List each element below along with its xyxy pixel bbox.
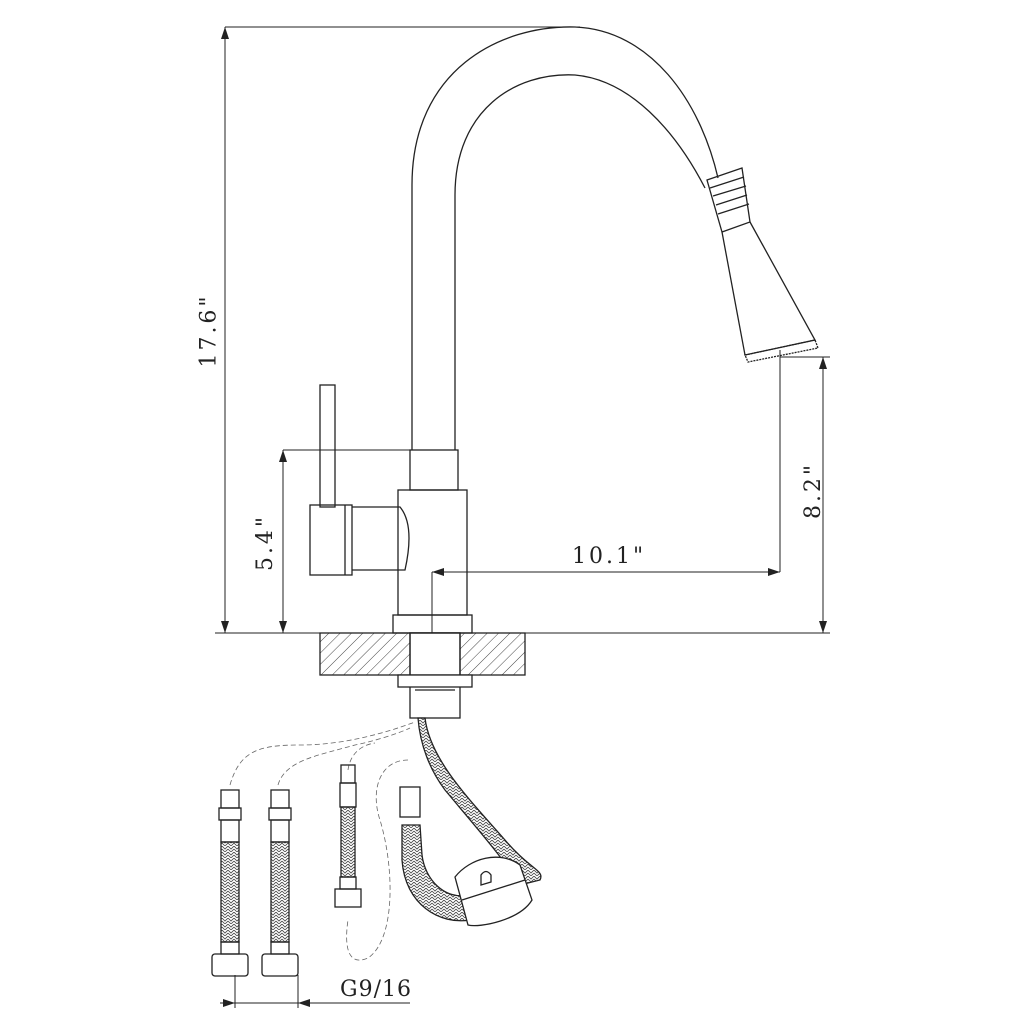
pull-out-hose [399,717,542,927]
connection-guides [229,721,416,961]
faucet-body [352,449,473,634]
dim-handle-height: 5.4" [253,513,279,572]
handle-lever [309,384,353,576]
dim-connector-thread: G9/16 [340,977,412,1002]
spout [411,26,819,450]
spray-hose-connector [334,764,362,908]
countertop-section [319,632,526,719]
dim-spout-clearance: 8.2" [801,461,827,520]
dim-total-height: 17.6" [196,293,222,368]
supply-hose-left [211,789,249,977]
dim-spout-reach: 10.1" [572,544,647,569]
spray-head [706,167,819,363]
supply-hose-right [261,789,299,977]
